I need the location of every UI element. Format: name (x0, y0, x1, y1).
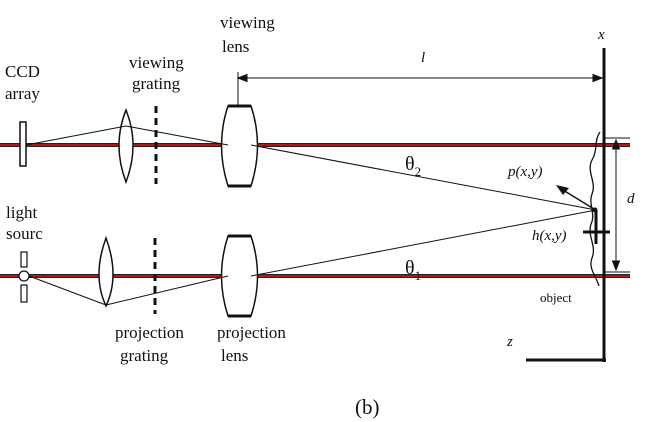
light-source-label-line2: sourc (6, 224, 43, 243)
projection-lens-label-line1: projection (217, 323, 286, 342)
viewing-lens-label-line1: viewing (220, 13, 275, 32)
object-label: object (540, 290, 572, 305)
viewing-side-lens (118, 107, 134, 185)
projection-lens-label-line2: lens (221, 346, 248, 365)
viewing-grating-label-line1: viewing (129, 53, 184, 72)
distance-l-dimension (236, 72, 604, 106)
point-p-label: p(x,y) (507, 164, 543, 180)
point-h-label: h(x,y) (532, 228, 567, 244)
theta2-label: θ2 (405, 153, 421, 179)
object-surface (589, 131, 601, 287)
z-axis-label: z (506, 334, 513, 350)
light-source (18, 251, 30, 303)
figure-caption: (b) (355, 395, 380, 419)
light-rays (25, 125, 597, 306)
ccd-label-line1: CCD (5, 62, 40, 81)
ccd-label-line2: array (5, 84, 40, 103)
distance-d-label: d (627, 191, 635, 207)
distance-d-dimension (604, 137, 630, 273)
projection-grating-label-line2: grating (120, 346, 169, 365)
projection-side-lens (98, 235, 114, 308)
projection-grating-label-line1: projection (115, 323, 184, 342)
ccd-array (19, 121, 27, 167)
viewing-lens (220, 105, 259, 187)
height-marker (583, 210, 610, 244)
normal-vector-arrow (556, 185, 595, 210)
light-source-label-line1: light (6, 203, 37, 222)
x-axis-label: x (597, 27, 605, 43)
viewing-grating-label-line2: grating (132, 74, 181, 93)
viewing-lens-label-line2: lens (222, 37, 249, 56)
theta1-label: θ1 (405, 257, 421, 283)
distance-l-label: l (421, 50, 425, 66)
